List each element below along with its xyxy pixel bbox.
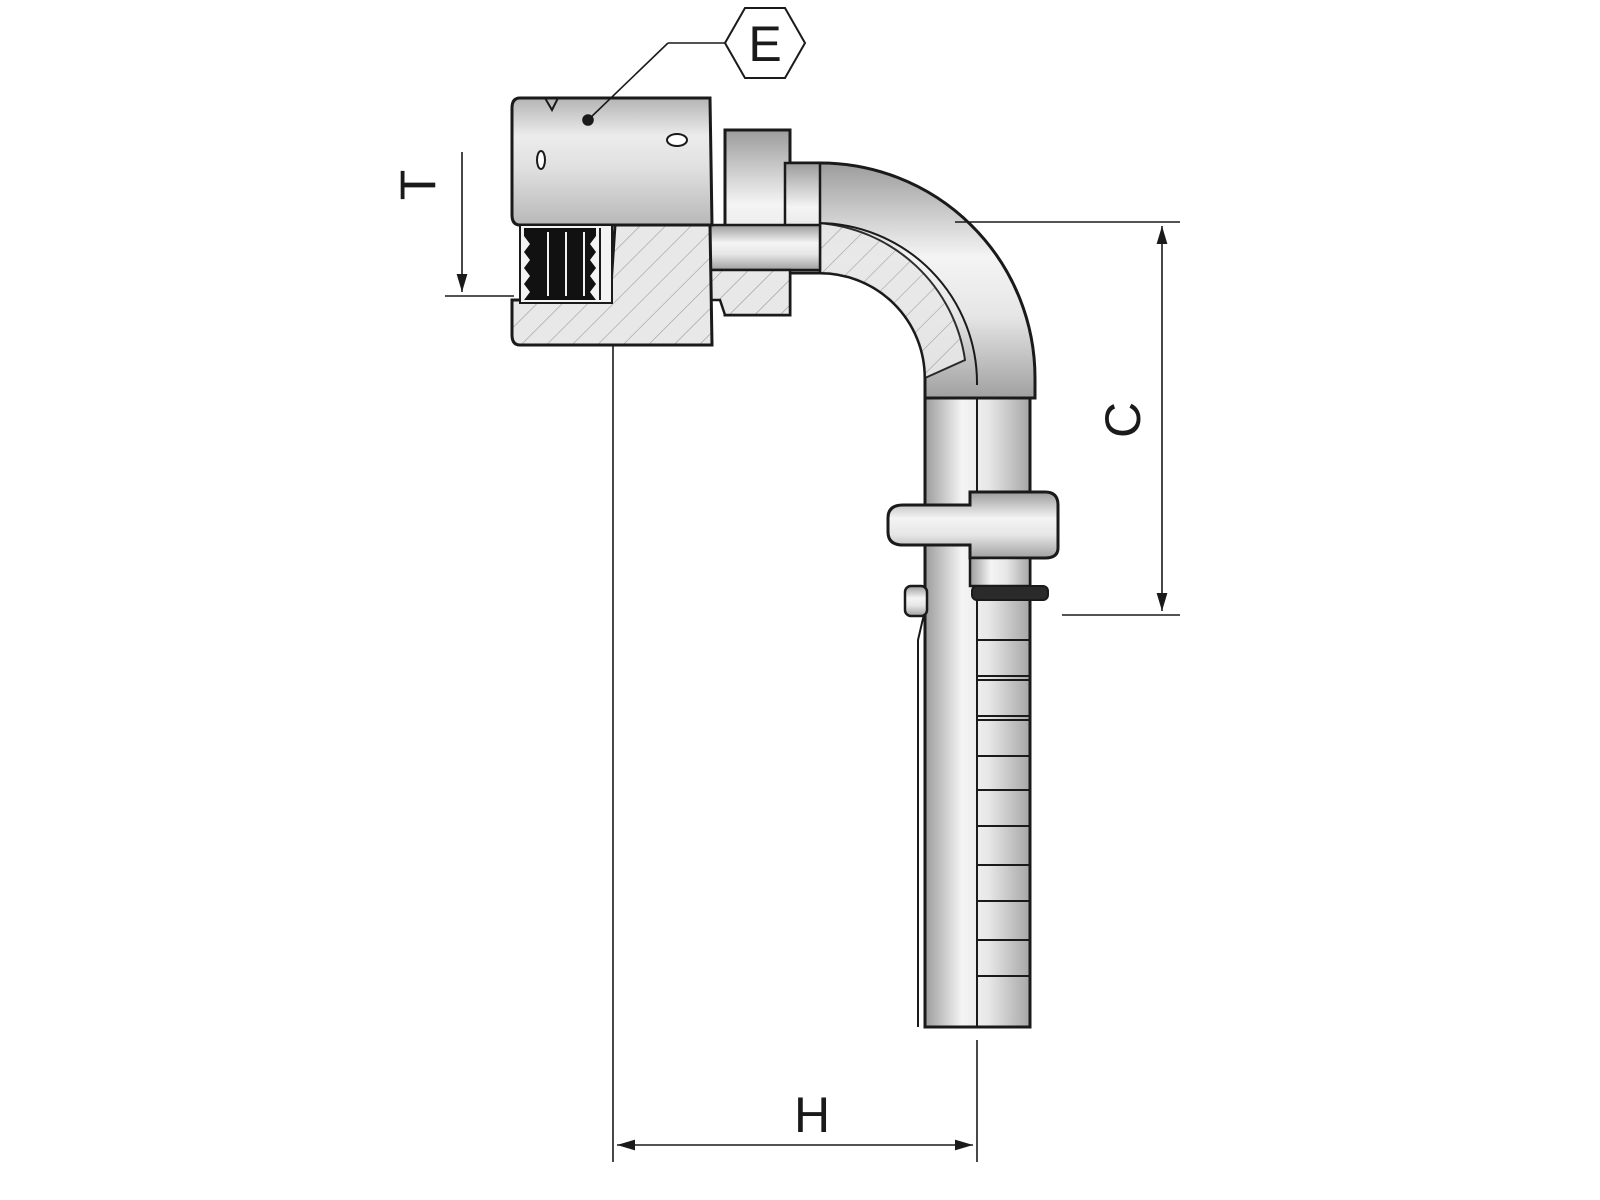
hex-label: E: [748, 16, 781, 72]
bend-centerline: [817, 222, 979, 386]
nut-flat-mark: [666, 133, 688, 147]
collar-flange: [886, 490, 1060, 560]
bend-hatch-section: [784, 222, 967, 380]
nut-chamfer-notch: [544, 97, 559, 113]
hose-tail: [917, 393, 1032, 1029]
tail-left-profile: [917, 609, 926, 1027]
internal-thread: [524, 228, 596, 300]
tail-barbs: [977, 639, 1031, 977]
collar: [886, 490, 1060, 618]
thread-label: T: [390, 170, 446, 201]
nut-side-mark: [536, 150, 546, 170]
collar-ring: [971, 585, 1049, 601]
e-leader-line: [587, 42, 669, 121]
offset-h-label: H: [794, 1087, 830, 1143]
height-c-label: C: [1095, 402, 1151, 438]
swivel-nut: [510, 96, 714, 347]
hex-label-group: E: [723, 7, 807, 79]
collar-neck: [968, 556, 1032, 588]
elbow-bend: [783, 161, 1037, 400]
dimension-lines: [445, 42, 1180, 1162]
hex-label-frame: [723, 7, 807, 79]
thread-highlights: [547, 232, 585, 296]
e-leader-dot: [582, 114, 594, 126]
collar-ring-left: [903, 584, 929, 618]
